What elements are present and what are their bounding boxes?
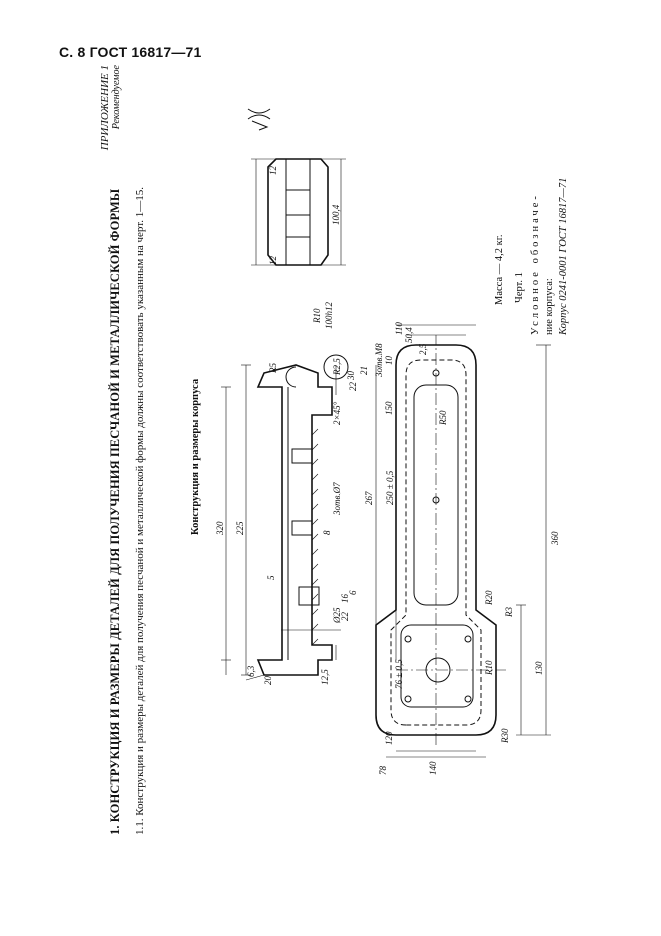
dim-16: 16: [340, 594, 350, 604]
dim-12: 12: [268, 166, 278, 176]
dim-76: 76 ± 0,5: [394, 659, 404, 689]
side-view: [251, 158, 346, 266]
dim-267: 267: [364, 491, 374, 505]
plan-view: [375, 324, 551, 758]
dim-320: 320: [215, 521, 225, 536]
dim-50-4: 50,4: [404, 327, 414, 343]
dim-2-5: 2,5: [418, 343, 428, 355]
dim-3-holes-m8: 3отв.М8: [374, 343, 384, 378]
dim-dia-25: Ø25: [332, 607, 342, 624]
housing-drawing: 320 225 20 5 22 16 6 30 22 21 3отв.М8 R5…: [215, 108, 560, 776]
dim-r20: R20: [484, 590, 494, 606]
dim-12b: 12: [268, 256, 278, 266]
dim-6-3: 6,3: [246, 665, 256, 677]
dim-r2-5: R2,5: [332, 358, 342, 376]
dim-250: 250 ± 0,5: [385, 470, 395, 505]
dim-r30: R30: [500, 728, 510, 744]
dim-100h12: 100h12: [324, 302, 334, 330]
dim-5: 5: [266, 575, 276, 580]
dim-20: 20: [263, 676, 273, 686]
dim-r10b: R10: [484, 660, 494, 676]
dim-12-5: 12,5: [320, 669, 330, 685]
dim-120: 120: [384, 731, 394, 745]
dim-r50: R50: [438, 410, 448, 426]
dim-360: 360: [550, 531, 560, 546]
dim-6: 6: [348, 590, 358, 595]
dim-21: 21: [359, 366, 369, 375]
dim-150: 150: [384, 401, 394, 415]
dim-78: 78: [378, 766, 388, 776]
roughness-symbol: [247, 108, 271, 131]
rotated-content: ПРИЛОЖЕНИЕ 1 Рекомендуемое 1. КОНСТРУКЦИ…: [96, 65, 656, 835]
dim-r3: R3: [504, 607, 514, 618]
page-header: С. 8 ГОСТ 16817—71: [59, 44, 202, 60]
dim-3-holes-7: 3отв.Ø7: [332, 482, 342, 516]
dim-2x45: 2×45°: [332, 401, 342, 425]
dim-140: 140: [428, 761, 438, 775]
dim-22b: 22: [348, 382, 358, 392]
dim-22: 22: [340, 612, 350, 622]
dim-r5: R5: [268, 363, 278, 374]
dim-30: 30: [346, 371, 356, 382]
dim-8: 8: [322, 530, 332, 535]
dim-r10: R10: [312, 308, 322, 324]
section-view: [221, 354, 397, 681]
dim-10: 10: [384, 356, 394, 366]
dim-225: 225: [235, 521, 245, 535]
dim-130: 130: [534, 661, 544, 675]
dim-100-4: 100,4: [331, 204, 341, 225]
dim-110: 110: [394, 322, 404, 335]
